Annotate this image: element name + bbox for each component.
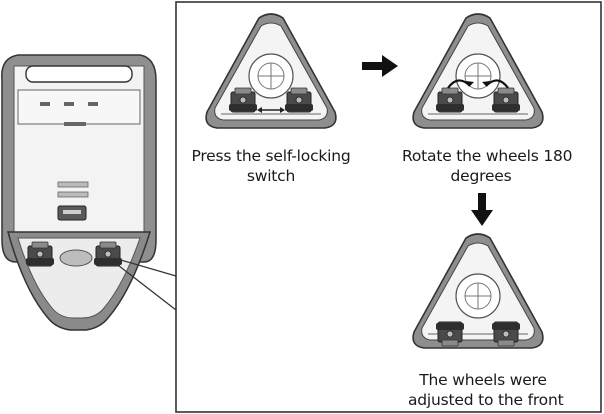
step-2-caption: Rotate the wheels 180 degrees [402, 146, 573, 186]
callout-line-bottom [113, 261, 177, 311]
step-3-caption-line-1: The wheels were [419, 371, 547, 389]
arrow-right-icon [362, 55, 398, 77]
step-1-illustration [205, 13, 337, 129]
step-3-caption: The wheels were adjusted to the front [408, 370, 564, 410]
press-arrows-icon [257, 107, 285, 113]
speaker-unit [1, 54, 157, 331]
step-2-caption-line-1: Rotate the wheels 180 [402, 147, 573, 165]
rotate-arrows-icon [447, 79, 509, 89]
step-2-caption-line-2: degrees [450, 167, 512, 185]
step-3-caption-line-2: adjusted to the front [408, 391, 564, 409]
step-2-illustration [412, 13, 544, 129]
arrow-down-icon [471, 193, 493, 226]
step-1-caption-line-2: switch [246, 167, 296, 185]
step-1-caption: Press the self-locking switch [190, 146, 352, 186]
step-1-caption-line-1: Press the self-locking [191, 147, 351, 165]
callout-line-top [113, 257, 177, 277]
